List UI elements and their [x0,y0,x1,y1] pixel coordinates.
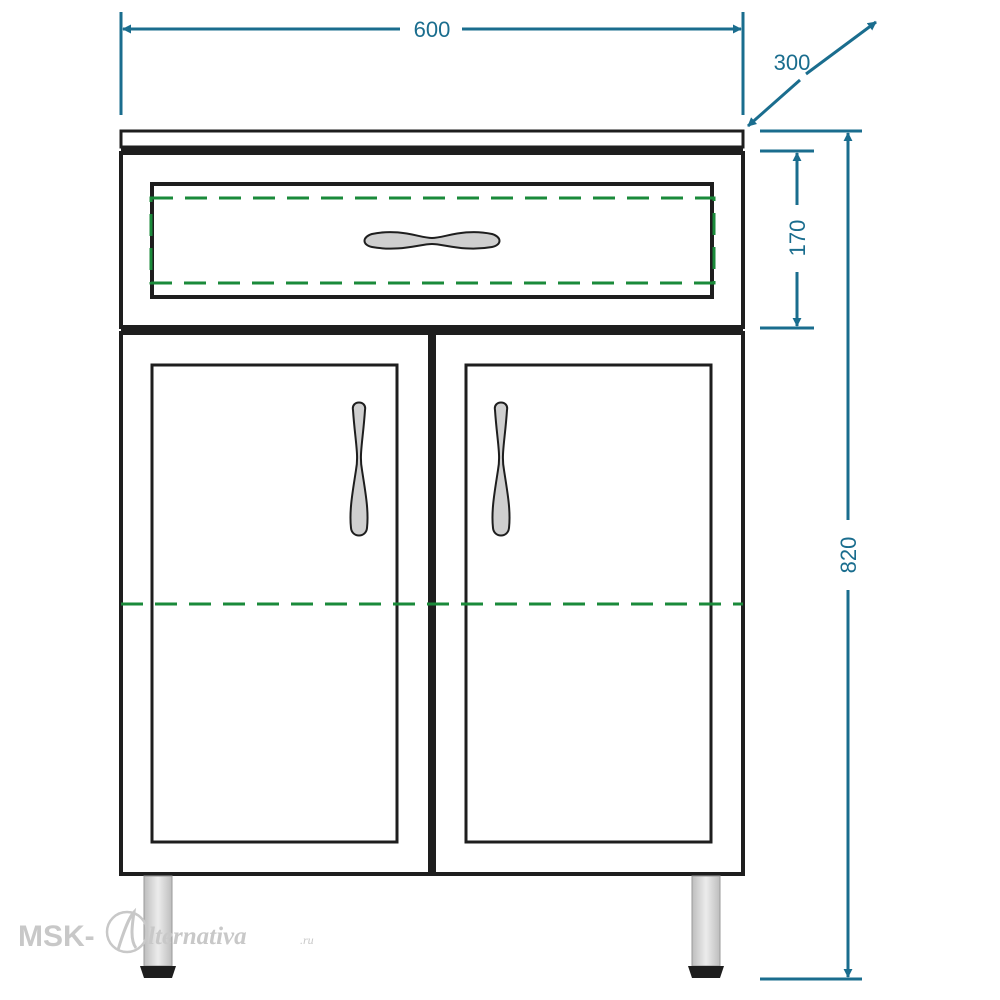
watermark-suffix: .ru [300,933,314,947]
watermark-at-circle [105,910,149,954]
dimensions [119,12,877,981]
watermark-at-glyph [116,907,138,951]
watermark-script: lternativa [148,923,247,950]
countertop-edge [121,147,743,153]
leg-left [143,875,173,967]
depth-arrow-upper [805,20,877,76]
divider-rail [121,326,743,334]
leg-right [691,875,721,967]
depth-label: 300 [774,50,811,75]
countertop [119,129,745,149]
handles [349,231,511,537]
legs [140,875,724,978]
drawer-box-dashed [149,196,716,285]
total-height-label: 820 [836,537,861,574]
depth-arrow-lower [747,78,801,128]
door-left-handle [349,401,369,537]
leg-right-foot [688,966,724,978]
drawer-height-label: 170 [785,220,810,257]
drawer-handle [363,231,501,250]
leg-left-foot [140,966,176,978]
watermark-prefix: MSK- [18,920,95,953]
door-right-handle [491,401,511,537]
watermark-logo: MSK- lternativa .ru [18,907,314,954]
width-label: 600 [414,17,451,42]
